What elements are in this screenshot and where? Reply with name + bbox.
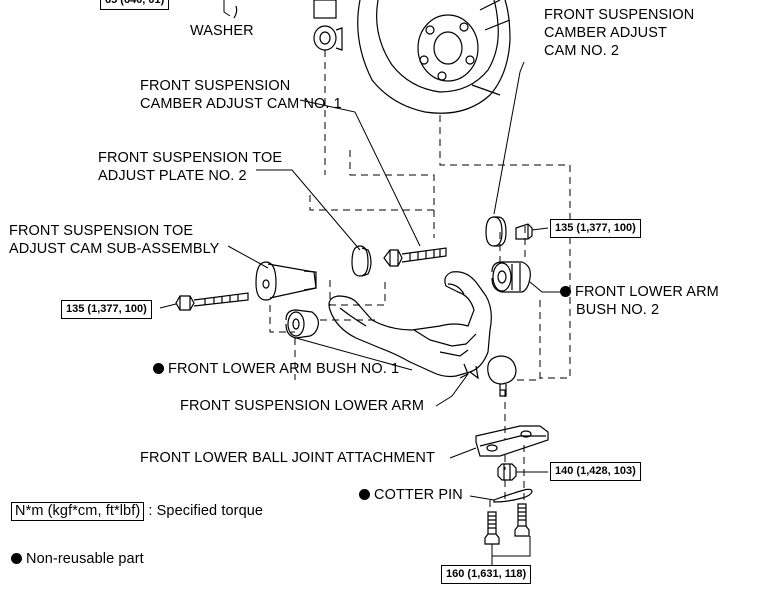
toe-plate-label: FRONT SUSPENSION TOE ADJUST PLATE NO. 2	[98, 150, 283, 184]
torque-box-top: 65 (640, 01)	[100, 0, 170, 10]
ball-joint-attachment-label: FRONT LOWER BALL JOINT ATTACHMENT	[140, 450, 435, 466]
torque-legend-unit: N*m (kgf*cm, ft*lbf)	[11, 502, 145, 521]
lower-arm-label: FRONT SUSPENSION LOWER ARM	[180, 398, 425, 414]
torque-box-135-left: 135 (1,377, 100)	[61, 300, 152, 319]
toe-adjust-cam-part	[255, 261, 317, 301]
ball-joint-attachment-part	[475, 425, 549, 457]
nonreusable-marker-icon	[11, 553, 22, 564]
bush-2-label: FRONT LOWER ARM BUSH NO. 2	[560, 283, 719, 319]
nonreusable-marker-icon	[153, 363, 164, 374]
camber-cam-2-label: FRONT SUSPENSION CAMBER ADJUST CAM NO. 2	[544, 7, 695, 59]
bush-1-label: FRONT LOWER ARM BUSH NO. 1	[153, 360, 399, 378]
toe-cam-label: FRONT SUSPENSION TOE ADJUST CAM SUB-ASSE…	[9, 223, 220, 257]
castle-nut-part	[497, 463, 517, 481]
camber-cam-1-label: FRONT SUSPENSION CAMBER ADJUST CAM NO. 1	[140, 78, 342, 112]
nonreusable-marker-icon	[359, 489, 370, 500]
torque-legend: N*m (kgf*cm, ft*lbf) : Specified torque	[11, 502, 263, 521]
cotter-pin-part	[493, 488, 533, 503]
torque-box-135-right: 135 (1,377, 100)	[550, 219, 641, 238]
bush-1-part	[285, 309, 319, 339]
torque-legend-desc: : Specified torque	[148, 503, 264, 519]
torque-box-160: 160 (1,631, 118)	[441, 565, 532, 584]
camber-cam-1-part	[351, 245, 447, 277]
torque-box-140: 140 (1,428, 103)	[550, 462, 641, 481]
brake-disc-hub	[357, 0, 511, 114]
cotter-pin-label: COTTER PIN	[359, 486, 463, 504]
bush-2-part	[491, 261, 531, 293]
ball-joint-part	[487, 355, 517, 397]
bottom-bolts-part	[484, 503, 530, 545]
left-bolt-part	[175, 292, 249, 311]
washer-label: WASHER	[190, 23, 254, 39]
nonreusable-legend: Non-reusable part	[11, 550, 144, 568]
nonreusable-marker-icon	[560, 286, 571, 297]
camber-cam-2-part	[485, 216, 533, 247]
